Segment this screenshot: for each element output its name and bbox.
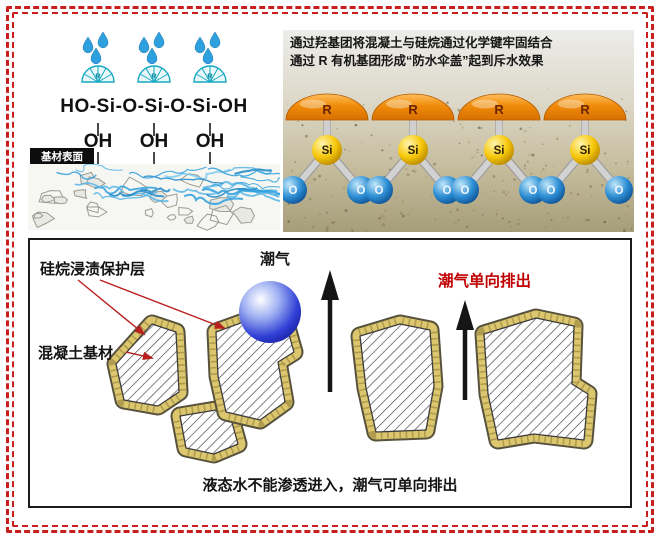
oxygen-atom bbox=[605, 176, 633, 204]
hydroxyl-label: OH bbox=[140, 131, 169, 152]
water-droplet-icon bbox=[97, 31, 109, 49]
pointer-arrow bbox=[77, 279, 146, 336]
r-group-label: R bbox=[580, 102, 590, 117]
oxygen-atom bbox=[365, 176, 393, 204]
siloxane-formula: HO-Si-O-Si-O-Si-OH bbox=[60, 96, 247, 117]
substrate-label-box bbox=[30, 148, 94, 164]
moisture-water-sphere bbox=[239, 281, 301, 343]
silicon-atom bbox=[484, 135, 514, 165]
caption-line-1: 通过羟基团将混凝土与硅烷通过化学键牢固结合 bbox=[290, 35, 553, 50]
silanol-unit: OH bbox=[193, 31, 227, 166]
silane-molecule-unit: R O O Si bbox=[537, 93, 633, 204]
water-droplet-icon bbox=[82, 36, 94, 54]
panel-molecular-lattice: 通过羟基团将混凝土与硅烷通过化学键牢固结合 通过 R 有机基团形成“防水伞盖”起… bbox=[283, 30, 634, 232]
pointer-arrow bbox=[125, 351, 155, 361]
silicon-label: Si bbox=[580, 145, 591, 157]
concrete-block bbox=[360, 324, 434, 432]
dome-highlight bbox=[558, 99, 584, 109]
silicon-atom bbox=[570, 135, 600, 165]
molecular-lattice-diagram: 通过羟基团将混凝土与硅烷通过化学键牢固结合 通过 R 有机基团形成“防水伞盖”起… bbox=[283, 30, 634, 232]
oxygen-label: O bbox=[375, 185, 384, 197]
silanol-diagram: R OH OH bbox=[28, 31, 280, 231]
water-droplet-icon bbox=[209, 31, 221, 49]
substrate-surface-label: 基材表面 bbox=[40, 150, 83, 163]
substrate-label: 混凝土基材 bbox=[38, 344, 113, 362]
pointer-arrow bbox=[99, 279, 226, 329]
concrete-block bbox=[484, 318, 588, 440]
oxygen-label: O bbox=[289, 185, 298, 197]
silicon-label: Si bbox=[408, 145, 419, 157]
hydroxyl-label: OH bbox=[84, 131, 113, 152]
up-arrow-icon bbox=[456, 300, 474, 400]
oxygen-atom bbox=[537, 176, 565, 204]
concrete-block bbox=[116, 324, 179, 406]
protective-layer-label: 硅烷浸渍保护层 bbox=[40, 260, 145, 278]
oxygen-label: O bbox=[529, 185, 538, 197]
water-droplet-icon bbox=[153, 31, 165, 49]
substrate-moisture-scribbles bbox=[56, 163, 280, 206]
silicon-atom bbox=[312, 135, 342, 165]
oxygen-label: O bbox=[443, 185, 452, 197]
panel-moisture-release: 硅烷浸渍保护层 潮气 潮气单向排出 混凝土基材 液态水不能渗透进入，潮气可单向排… bbox=[28, 238, 632, 508]
moisture-release-diagram: 硅烷浸渍保护层 潮气 潮气单向排出 混凝土基材 液态水不能渗透进入，潮气可单向排… bbox=[38, 250, 630, 494]
moisture-label: 潮气 bbox=[260, 250, 290, 268]
hydroxyl-label: OH bbox=[196, 131, 225, 152]
oxygen-label: O bbox=[615, 185, 624, 197]
substrate-surface: 基材表面 bbox=[28, 148, 280, 231]
substrate-rubble-texture bbox=[31, 171, 255, 231]
r-group-dome bbox=[457, 93, 541, 121]
silane-molecule-unit: R O O Si bbox=[451, 93, 547, 204]
oxygen-label: O bbox=[357, 185, 366, 197]
r-group-dome bbox=[285, 93, 369, 121]
silane-molecule-unit: R O O Si bbox=[283, 93, 375, 204]
up-arrow-icon bbox=[321, 270, 339, 392]
r-group-dome bbox=[371, 93, 455, 121]
silicon-atom bbox=[398, 135, 428, 165]
water-droplet-icon bbox=[138, 36, 150, 54]
oxygen-label: O bbox=[461, 185, 470, 197]
caption-line-2: 通过 R 有机基团形成“防水伞盖”起到斥水效果 bbox=[290, 53, 544, 68]
water-droplet-icon bbox=[194, 36, 206, 54]
panel-silanol-chemistry: R OH OH bbox=[28, 30, 280, 232]
silicon-label: Si bbox=[322, 145, 333, 157]
silanol-unit: OH bbox=[137, 31, 171, 166]
r-group-dome bbox=[543, 93, 627, 121]
r-group-label: R bbox=[494, 102, 504, 117]
oxygen-atom bbox=[451, 176, 479, 204]
one-way-out-label: 潮气单向排出 bbox=[438, 271, 531, 290]
oxygen-atom bbox=[283, 176, 307, 204]
silanol-unit: OH bbox=[81, 31, 115, 166]
bottom-caption: 液态水不能渗透进入，潮气可单向排出 bbox=[202, 476, 457, 494]
silicon-label: Si bbox=[494, 145, 505, 157]
r-group-label: R bbox=[322, 102, 332, 117]
r-group-label: R bbox=[408, 102, 418, 117]
dome-highlight bbox=[386, 99, 412, 109]
dome-highlight bbox=[472, 99, 498, 109]
oxygen-label: O bbox=[547, 185, 556, 197]
dome-highlight bbox=[300, 99, 326, 109]
